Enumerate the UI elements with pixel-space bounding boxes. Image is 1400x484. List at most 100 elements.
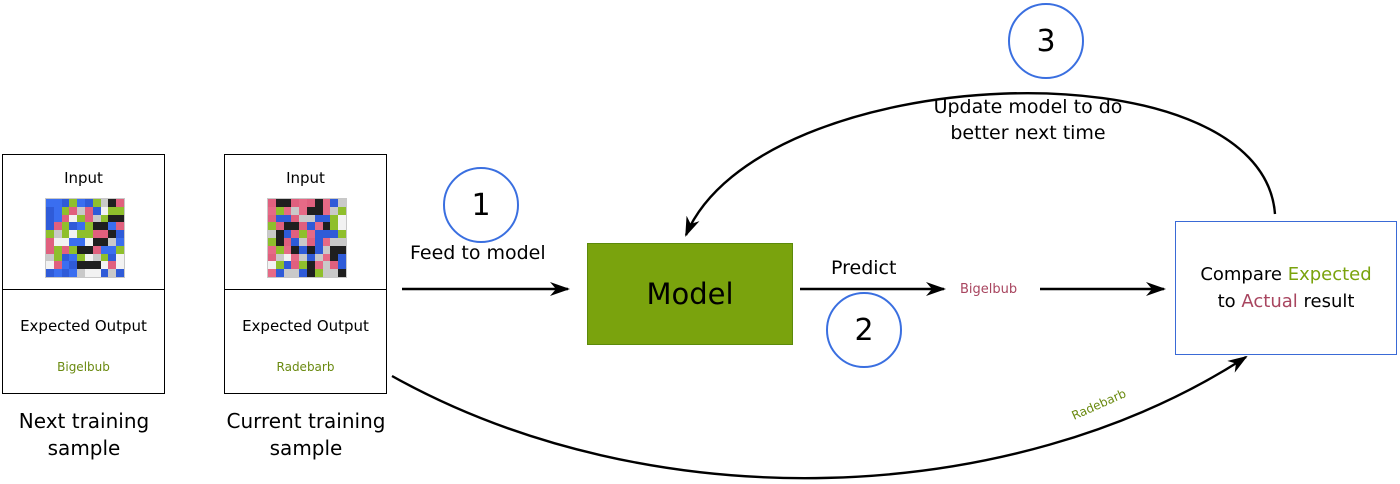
mosaic-pixel <box>299 199 307 207</box>
mosaic-pixel <box>69 253 78 262</box>
mosaic-pixel <box>100 199 109 207</box>
mosaic-pixel <box>69 222 78 231</box>
mosaic-pixel <box>330 238 339 246</box>
mosaic-pixel <box>116 261 124 270</box>
next-sample-card: Input Expected Output Bigelbub <box>2 154 165 394</box>
mosaic-pixel <box>108 230 117 238</box>
mosaic-pixel <box>291 269 300 277</box>
mosaic-pixel <box>92 230 101 238</box>
mosaic-pixel <box>92 206 101 215</box>
mosaic-pixel <box>338 261 346 270</box>
compare-text: Compare Expected to Actual result <box>1200 261 1371 315</box>
mosaic-pixel <box>283 261 292 270</box>
input-image <box>45 198 125 278</box>
mosaic-pixel <box>116 214 124 223</box>
mosaic-pixel <box>100 214 109 223</box>
mosaic-pixel <box>77 245 85 254</box>
mosaic-pixel <box>307 238 315 246</box>
mosaic-pixel <box>275 253 284 262</box>
mosaic-pixel <box>299 245 307 254</box>
mosaic-pixel <box>322 199 331 207</box>
model-box: Model <box>587 243 793 345</box>
mosaic-pixel <box>100 206 109 215</box>
mosaic-pixel <box>85 214 93 223</box>
step-3-circle: 3 <box>1008 3 1084 79</box>
mosaic-pixel <box>338 230 346 238</box>
mosaic-pixel <box>77 269 85 277</box>
mosaic-pixel <box>53 253 62 262</box>
mosaic-pixel <box>275 261 284 270</box>
mosaic-pixel <box>116 206 124 215</box>
mosaic-pixel <box>69 245 78 254</box>
mosaic-pixel <box>77 238 85 246</box>
mosaic-pixel <box>53 238 62 246</box>
predict-label: Predict <box>831 257 897 279</box>
mosaic-pixel <box>108 269 117 277</box>
actual-word: Actual <box>1241 291 1298 312</box>
mosaic-pixel <box>268 214 276 223</box>
mosaic-pixel <box>61 261 70 270</box>
mosaic-pixel <box>322 245 331 254</box>
mosaic-pixel <box>100 230 109 238</box>
caption-line: Next training <box>18 409 150 433</box>
current-sample-card: Input Expected Output Radebarb <box>224 154 387 394</box>
mosaic-pixel <box>299 269 307 277</box>
mosaic-pixel <box>46 222 54 231</box>
mosaic-pixel <box>53 269 62 277</box>
mosaic-pixel <box>100 238 109 246</box>
mosaic-pixel <box>61 199 70 207</box>
mosaic-pixel <box>85 269 93 277</box>
step-number: 1 <box>471 187 491 223</box>
mosaic-pixel <box>291 222 300 231</box>
mosaic-pixel <box>116 238 124 246</box>
expected-output-label: Expected Output <box>242 317 369 335</box>
mosaic-pixel <box>291 206 300 215</box>
expected-output-label: Expected Output <box>20 317 147 335</box>
mosaic-pixel <box>330 253 339 262</box>
mosaic-pixel <box>61 222 70 231</box>
mosaic-pixel <box>69 269 78 277</box>
mosaic-pixel <box>85 230 93 238</box>
mosaic-pixel <box>307 199 315 207</box>
mosaic-pixel <box>338 206 346 215</box>
mosaic-pixel <box>283 199 292 207</box>
mosaic-pixel <box>314 238 323 246</box>
mosaic-pixel <box>330 245 339 254</box>
step-number: 3 <box>1036 23 1056 59</box>
mosaic-pixel <box>116 199 124 207</box>
mosaic-pixel <box>291 238 300 246</box>
mosaic-pixel <box>307 206 315 215</box>
caption-line: sample <box>47 436 121 460</box>
compare-line-1: Compare Expected <box>1200 261 1371 288</box>
mosaic-pixel <box>307 214 315 223</box>
mosaic-pixel <box>92 245 101 254</box>
mosaic-pixel <box>61 206 70 215</box>
caption-line: sample <box>269 436 343 460</box>
mosaic-pixel <box>268 238 276 246</box>
mosaic-pixel <box>275 199 284 207</box>
mosaic-pixel <box>299 253 307 262</box>
mosaic-pixel <box>92 238 101 246</box>
mosaic-pixel <box>53 206 62 215</box>
mosaic-pixel <box>314 269 323 277</box>
mosaic-pixel <box>283 222 292 231</box>
mosaic-pixel <box>77 230 85 238</box>
mosaic-pixel <box>283 238 292 246</box>
mosaic-pixel <box>53 261 62 270</box>
mosaic-pixel <box>299 230 307 238</box>
mosaic-pixel <box>330 261 339 270</box>
mosaic-pixel <box>291 199 300 207</box>
mosaic-pixel <box>322 238 331 246</box>
mosaic-pixel <box>314 261 323 270</box>
mosaic-pixel <box>268 261 276 270</box>
mosaic-pixel <box>268 253 276 262</box>
mosaic-pixel <box>330 199 339 207</box>
mosaic-pixel <box>307 261 315 270</box>
caption-line: Current training <box>226 409 386 433</box>
step-1-circle: 1 <box>443 167 519 243</box>
update-label-line: Update model to do <box>933 96 1123 118</box>
mosaic-pixel <box>61 214 70 223</box>
next-sample-caption: Next training sample <box>0 408 168 462</box>
